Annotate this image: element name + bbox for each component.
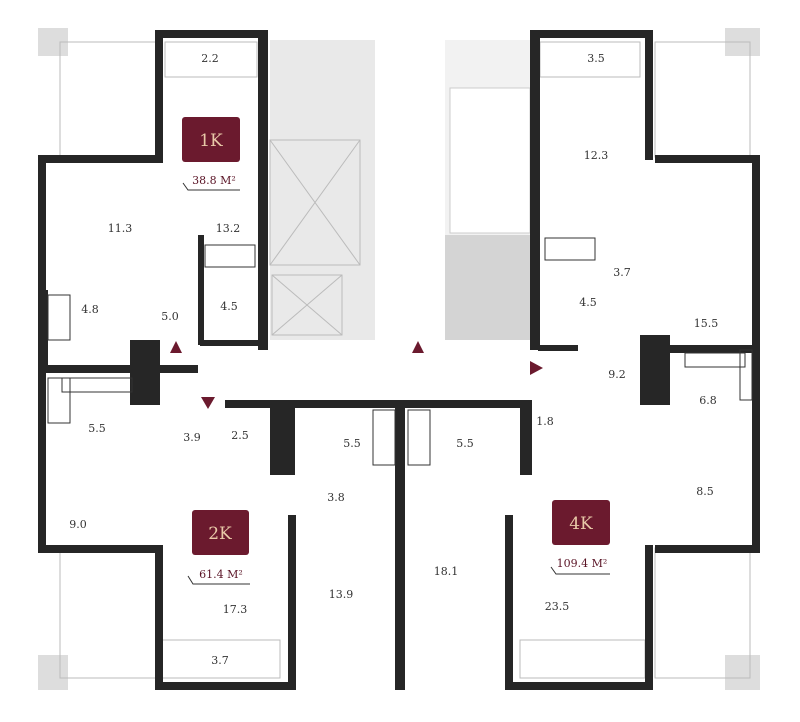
room-area: 4.8	[81, 303, 99, 316]
room-area: 12.3	[584, 149, 609, 162]
room-area: 9.0	[69, 518, 87, 531]
room-area: 23.5	[545, 600, 570, 613]
walls	[38, 30, 760, 690]
room-area: 13.9	[329, 588, 354, 601]
room-area: 8.5	[696, 485, 714, 498]
room-area: 4.5	[220, 300, 238, 313]
entrance-arrow-2k	[201, 397, 215, 409]
apartment-type: 1K	[199, 131, 223, 151]
room-labels: 2.2 3.5 12.3 11.3 13.2 3.7 4.5 4.8 5.0 4…	[69, 52, 718, 667]
room-area: 5.5	[343, 437, 361, 450]
room-area: 15.5	[694, 317, 719, 330]
room-area: 3.8	[327, 491, 345, 504]
apartment-area: 61.4 M²	[199, 568, 243, 581]
apartment-badge-4k[interactable]: 4K 109.4 M²	[550, 500, 610, 575]
room-area: 2.5	[231, 429, 249, 442]
room-area: 3.9	[183, 431, 201, 444]
room-area: 13.2	[216, 222, 241, 235]
fixtures	[47, 237, 753, 466]
room-area: 3.7	[211, 654, 229, 667]
room-area: 5.5	[88, 422, 106, 435]
room-area: 5.5	[456, 437, 474, 450]
room-area: 17.3	[223, 603, 248, 616]
room-area: 11.3	[108, 222, 133, 235]
room-area: 1.8	[536, 415, 554, 428]
room-area: 6.8	[699, 394, 717, 407]
entrance-arrow-1k	[170, 341, 182, 353]
room-area: 4.5	[579, 296, 597, 309]
room-area: 2.2	[201, 52, 219, 65]
building-core	[269, 40, 540, 340]
apartment-badge-2k[interactable]: 2K 61.4 M²	[187, 510, 250, 585]
room-area: 3.5	[587, 52, 605, 65]
entrance-arrow-4k	[530, 361, 543, 375]
apartment-badge-1k[interactable]: 1K 38.8 M²	[182, 117, 240, 191]
room-area: 9.2	[608, 368, 626, 381]
apartment-area: 109.4 M²	[557, 557, 608, 570]
apartment-area: 38.8 M²	[192, 174, 236, 187]
room-area: 3.7	[613, 266, 631, 279]
entrance-arrow-core	[412, 341, 424, 353]
room-area: 18.1	[434, 565, 459, 578]
apartment-type: 4K	[569, 514, 593, 534]
apartment-type: 2K	[208, 524, 232, 544]
room-area: 5.0	[161, 310, 179, 323]
